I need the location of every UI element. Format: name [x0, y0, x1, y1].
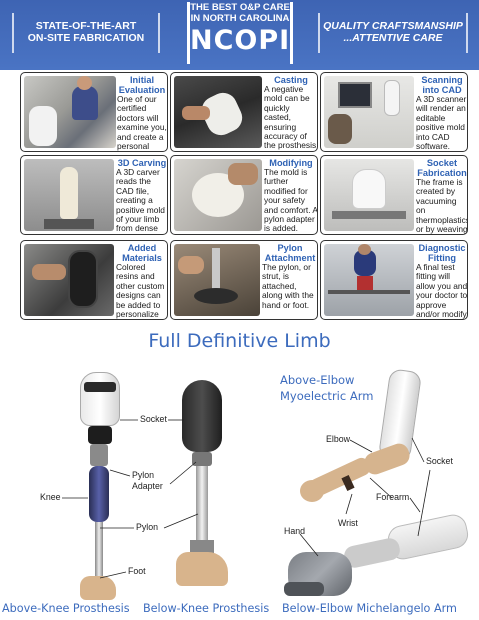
- header-right-box: QUALITY CRAFTSMANSHIP ...ATTENTIVE CARE: [318, 13, 468, 53]
- scanning-photo: [324, 76, 414, 148]
- step-title: Modifying: [269, 158, 313, 168]
- above-knee-prosthesis-image: [76, 372, 126, 604]
- evaluation-photo: [24, 76, 116, 148]
- callout-elbow: Elbow: [326, 434, 350, 444]
- above-elbow-heading-line1: Above-Elbow: [280, 373, 355, 387]
- callout-hand: Hand: [284, 526, 306, 536]
- step-body: Colored resins and other custom designs …: [116, 262, 165, 320]
- callout-pylon: Pylon: [136, 522, 159, 532]
- pylon-photo: [174, 244, 260, 316]
- step-body: The frame is created by vacuuming on the…: [416, 177, 468, 235]
- above-elbow-arm-image: [300, 368, 450, 510]
- header-left-line2: ON-SITE FABRICATION: [27, 32, 145, 44]
- caption-below-knee: Below-Knee Prosthesis: [143, 602, 270, 615]
- below-elbow-arm-image: [280, 512, 471, 602]
- ncopi-logo: NCOPI: [190, 25, 291, 56]
- casting-photo: [174, 76, 262, 148]
- step-title: Diagnostic Fitting: [418, 243, 466, 263]
- carving-photo: [24, 159, 114, 231]
- socket-fabrication-photo: [324, 159, 414, 231]
- step-title: Pylon Attachment: [264, 243, 316, 263]
- step-card-pylon-attachment: Pylon Attachment The pylon, or strut, is…: [170, 240, 318, 320]
- step-title: Added Materials: [122, 243, 162, 263]
- step-body: A 3D carver reads the CAD file, creating…: [116, 167, 165, 234]
- step-title: 3D Carving: [117, 158, 167, 168]
- header-right-line1: QUALITY CRAFTSMANSHIP: [323, 20, 463, 32]
- step-title: Socket Fabrication: [417, 158, 467, 178]
- step-card-3d-carving: 3D Carving A 3D carver reads the CAD fil…: [20, 155, 168, 235]
- step-body: A negative mold can be quickly casted, e…: [264, 84, 317, 151]
- step-card-scanning: Scanning into CAD A 3D scanner will rend…: [320, 72, 468, 152]
- step-card-casting: Casting A negative mold can be quickly c…: [170, 72, 318, 152]
- callout-wrist: Wrist: [338, 518, 358, 528]
- callout-pylon-adapter: Pylon Adapter: [132, 470, 163, 492]
- step-card-added-materials: Added Materials Colored resins and other…: [20, 240, 168, 320]
- step-title: Scanning into CAD: [421, 75, 463, 95]
- above-elbow-heading: Above-Elbow Myoelectric Arm: [280, 372, 373, 404]
- step-card-socket-fabrication: Socket Fabrication The frame is created …: [320, 155, 468, 235]
- header-left-box: STATE-OF-THE-ART ON-SITE FABRICATION: [12, 13, 160, 53]
- tagline-line1: THE BEST O&P CARE: [190, 2, 290, 13]
- callout-forearm: Forearm: [376, 492, 410, 502]
- caption-below-elbow: Below-Elbow Michelangelo Arm: [282, 602, 457, 615]
- callout-socket: Socket: [140, 414, 167, 424]
- below-knee-prosthesis-image: [174, 380, 230, 606]
- step-title: Casting: [274, 75, 308, 85]
- above-elbow-heading-line2: Myoelectric Arm: [280, 389, 374, 403]
- step-card-initial-evaluation: Initial Evaluation One of our certified …: [20, 72, 168, 152]
- callout-knee: Knee: [40, 492, 61, 502]
- callout-foot: Foot: [128, 566, 146, 576]
- fitting-photo: [324, 244, 414, 316]
- header-left-line1: STATE-OF-THE-ART: [35, 20, 137, 32]
- step-body: The pylon, or strut, is attached, along …: [262, 262, 314, 310]
- step-body: A final test fitting will allow you and …: [416, 262, 468, 320]
- callout-pylon-adapter-line1: Pylon: [132, 470, 155, 480]
- callout-arm-socket: Socket: [426, 456, 453, 466]
- step-body: A 3D scanner will render an editable pos…: [416, 94, 467, 152]
- callout-pylon-adapter-line2: Adapter: [132, 481, 163, 491]
- step-title: Initial Evaluation: [118, 75, 166, 95]
- step-card-diagnostic-fitting: Diagnostic Fitting A final test fitting …: [320, 240, 468, 320]
- logo-box: THE BEST O&P CARE IN NORTH CAROLINA NCOP…: [187, 2, 293, 64]
- header-right-line2: ...ATTENTIVE CARE: [343, 32, 443, 44]
- step-body: One of our certified doctors will examin…: [117, 94, 167, 152]
- full-definitive-limb-title: Full Definitive Limb: [148, 330, 331, 352]
- tagline-line2: IN NORTH CAROLINA: [190, 13, 290, 24]
- caption-above-knee: Above-Knee Prosthesis: [2, 602, 130, 615]
- step-card-modifying: Modifying The mold is further modified f…: [170, 155, 318, 235]
- materials-photo: [24, 244, 114, 316]
- step-body: The mold is further modified for your sa…: [264, 167, 318, 234]
- header-banner: STATE-OF-THE-ART ON-SITE FABRICATION THE…: [0, 0, 479, 70]
- modifying-photo: [174, 159, 262, 231]
